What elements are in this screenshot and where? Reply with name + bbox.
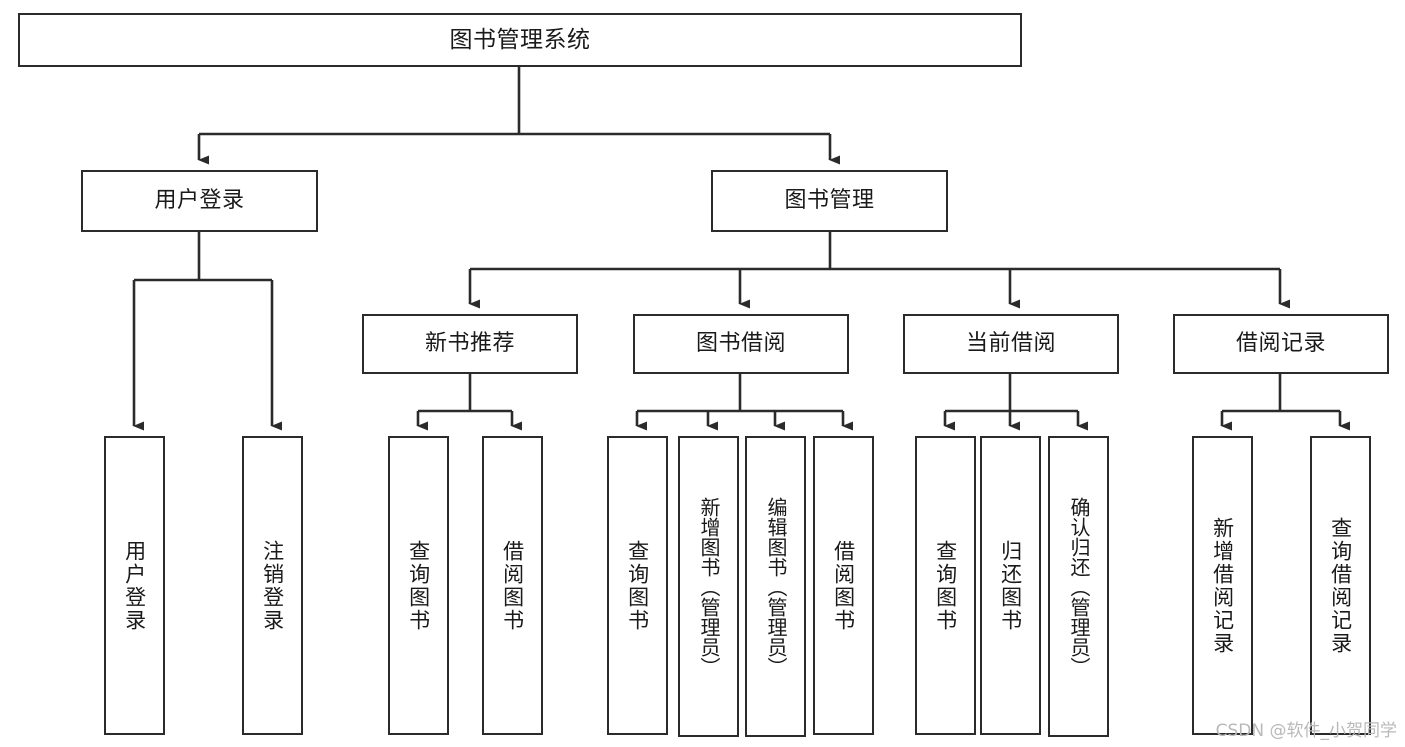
node-root-system[interactable]: 图书管理系统 <box>18 13 1022 67</box>
leaf-recommend-query-book[interactable]: 查询图书 <box>388 436 449 735</box>
leaf-borrow-borrow-book[interactable]: 借阅图书 <box>813 436 874 735</box>
node-label: 用户登录 <box>154 188 245 214</box>
node-label: 借阅图书 <box>500 539 525 632</box>
node-label: 图书管理系统 <box>449 26 591 53</box>
node-label: 查询借阅记录 <box>1328 516 1353 655</box>
node-label: 查询图书 <box>406 539 431 632</box>
leaf-logout[interactable]: 注销登录 <box>242 436 303 735</box>
node-label: 新增图书（管理员） <box>697 496 721 677</box>
leaf-borrow-query-book[interactable]: 查询图书 <box>607 436 668 735</box>
node-label: 编辑图书（管理员） <box>764 496 788 677</box>
node-label: 用户登录 <box>122 539 147 632</box>
node-label: 新书推荐 <box>424 331 515 357</box>
node-label: 当前借阅 <box>965 331 1056 357</box>
node-label: 图书借阅 <box>695 331 786 357</box>
node-label: 新增借阅记录 <box>1210 516 1235 655</box>
leaf-record-add-record[interactable]: 新增借阅记录 <box>1192 436 1253 735</box>
leaf-borrow-add-book-admin[interactable]: 新增图书（管理员） <box>678 436 739 737</box>
leaf-recommend-borrow-book[interactable]: 借阅图书 <box>482 436 543 735</box>
node-label: 注销登录 <box>260 539 285 632</box>
node-label: 借阅图书 <box>831 539 856 632</box>
node-label: 借阅记录 <box>1235 331 1326 357</box>
leaf-current-query-book[interactable]: 查询图书 <box>915 436 976 735</box>
node-label: 确认归还（管理员） <box>1067 496 1091 677</box>
node-user-login[interactable]: 用户登录 <box>81 170 318 232</box>
leaf-record-query-record[interactable]: 查询借阅记录 <box>1310 436 1371 735</box>
leaf-borrow-edit-book-admin[interactable]: 编辑图书（管理员） <box>745 436 806 737</box>
leaf-current-return-book[interactable]: 归还图书 <box>980 436 1041 735</box>
node-label: 归还图书 <box>998 539 1023 632</box>
node-label: 图书管理 <box>784 188 875 214</box>
node-current-borrow[interactable]: 当前借阅 <box>903 314 1119 374</box>
node-label: 查询图书 <box>933 539 958 632</box>
node-borrow-record[interactable]: 借阅记录 <box>1173 314 1389 374</box>
node-label: 查询图书 <box>625 539 650 632</box>
csdn-watermark: CSDN @软件_小贺同学 <box>1215 721 1397 741</box>
node-book-borrow[interactable]: 图书借阅 <box>633 314 849 374</box>
node-new-book-recommend[interactable]: 新书推荐 <box>362 314 578 374</box>
leaf-current-confirm-return-admin[interactable]: 确认归还（管理员） <box>1048 436 1109 737</box>
node-book-manage[interactable]: 图书管理 <box>711 170 948 232</box>
leaf-user-login[interactable]: 用户登录 <box>104 436 165 735</box>
